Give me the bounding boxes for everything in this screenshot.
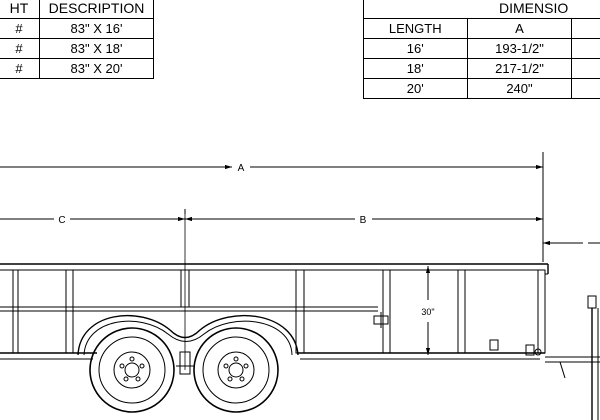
safety-chain xyxy=(559,361,566,379)
rail-height-label: 30" xyxy=(421,307,434,317)
tail-light-lens xyxy=(534,348,542,356)
light-bracket xyxy=(489,339,499,351)
extra-col-cell xyxy=(571,78,600,99)
description-cell: 83" X 18' xyxy=(39,38,154,59)
a-value-cell: 240" xyxy=(466,78,573,99)
dimension-b-label: B xyxy=(360,215,367,226)
dimension-c-label: C xyxy=(58,215,65,226)
weight-table: HT DESCRIPTION # 83" X 16' # 83" X 18' #… xyxy=(0,0,154,79)
fender-inner xyxy=(83,320,293,356)
wheel-rear xyxy=(193,327,279,413)
dimension-a-label: A xyxy=(238,163,245,174)
rail-uprights xyxy=(12,269,546,354)
length-cell: 20' xyxy=(363,78,468,99)
spring-hanger xyxy=(179,351,191,375)
description-cell: 83" X 20' xyxy=(39,58,154,79)
wheel-front xyxy=(89,327,175,413)
description-cell: 83" X 16' xyxy=(39,18,154,39)
tail-light xyxy=(525,344,535,356)
length-header: LENGTH xyxy=(363,18,468,39)
a-value-cell: 193-1/2" xyxy=(466,38,573,59)
dimension-table: DIMENSIO LENGTH A 16' 193-1/2" 18' 217-1… xyxy=(363,0,600,99)
jack-handle xyxy=(587,295,597,309)
weight-header: HT xyxy=(0,0,40,19)
fender xyxy=(77,314,299,356)
